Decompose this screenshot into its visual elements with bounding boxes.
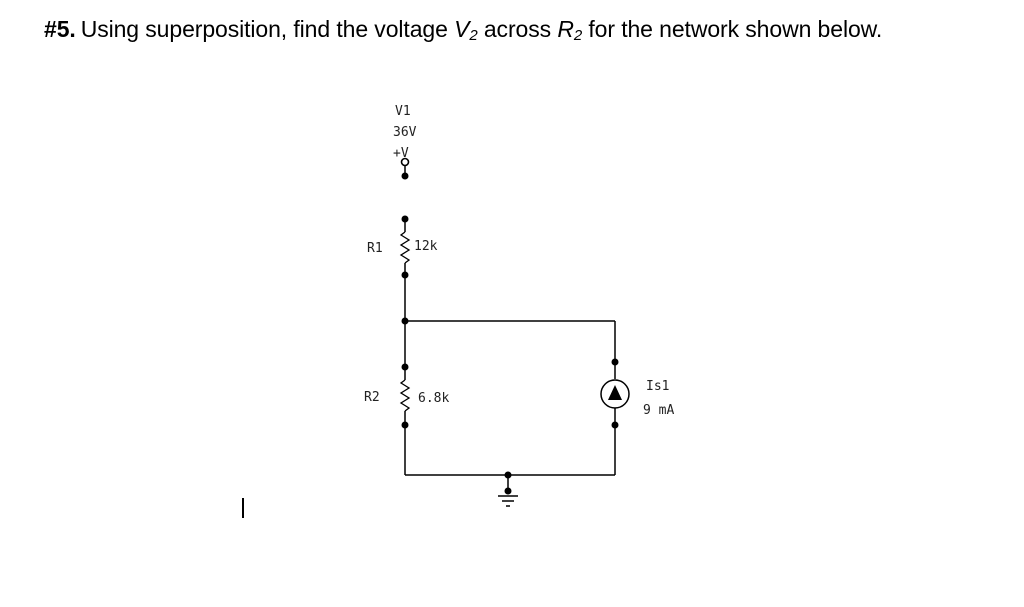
r1-value-label: 12k — [414, 239, 438, 254]
v1-symbol-label: +V — [393, 146, 409, 161]
is1-arrow-icon — [608, 385, 622, 400]
question-text: #5.Using superposition, find the voltage… — [44, 14, 882, 44]
is1-value-label: 9 mA — [643, 403, 674, 418]
question-number: #5. — [44, 16, 76, 42]
v2-variable: V2 — [454, 16, 478, 44]
r2-variable: R2 — [557, 16, 583, 44]
v1-node — [401, 172, 409, 180]
v1-value-label: 36V — [393, 125, 417, 140]
r1-name-label: R1 — [367, 241, 383, 256]
v1-name-label: V1 — [395, 104, 411, 119]
ground-lower-node — [504, 487, 512, 495]
r2-value-label: 6.8k — [418, 391, 449, 406]
v1-terminal — [400, 157, 410, 167]
question-part-3: for the network shown below. — [582, 16, 883, 42]
question-part-2: across — [477, 16, 558, 42]
r1-resistor — [399, 231, 411, 264]
r2-resistor — [399, 379, 411, 412]
question-part-1: Using superposition, find the voltage — [80, 16, 455, 42]
is1-name-label: Is1 — [646, 379, 669, 394]
r2-name-label: R2 — [364, 390, 380, 405]
text-cursor — [242, 498, 244, 518]
